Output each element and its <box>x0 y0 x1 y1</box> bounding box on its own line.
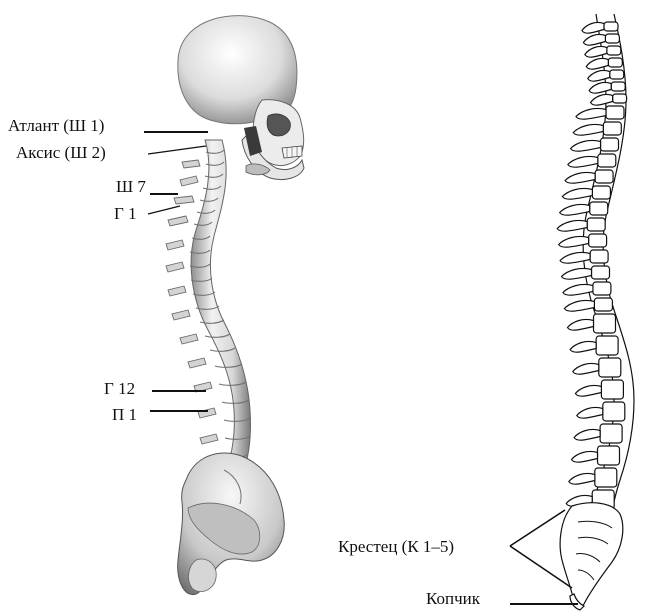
spinous-process <box>569 473 595 484</box>
vertebral-body <box>590 202 608 215</box>
vertebral-body <box>594 298 612 311</box>
spinous-process <box>562 188 592 199</box>
spine-3d <box>166 140 251 482</box>
label-t12: Г 12 <box>104 379 135 399</box>
spinous-process <box>576 108 606 119</box>
vertebral-body <box>599 358 621 377</box>
vertebral-body <box>606 106 624 119</box>
spinous-process <box>570 341 596 352</box>
spinous-process <box>568 156 598 167</box>
label-coccyx: Копчик <box>426 589 480 609</box>
vertebral-body <box>593 282 611 295</box>
vertebral-body <box>607 46 621 55</box>
spinous-process <box>562 268 592 279</box>
spinous-process <box>571 451 597 462</box>
spinous-process <box>565 172 595 183</box>
spinous-process <box>559 236 589 247</box>
vertebral-body <box>610 70 624 79</box>
spinous-process <box>586 58 608 69</box>
label-c7: Ш 7 <box>116 177 146 197</box>
spinous-process <box>575 385 601 396</box>
spinous-process <box>577 407 603 418</box>
vertebral-body <box>605 34 619 43</box>
label-axis: Аксис (Ш 2) <box>16 143 106 163</box>
vertebral-body <box>601 138 619 151</box>
vertebral-body <box>592 266 610 279</box>
spinous-process <box>591 94 613 105</box>
label-l1: П 1 <box>112 405 137 425</box>
spinous-process <box>573 363 599 374</box>
label-sacrum: Крестец (К 1–5) <box>338 537 454 557</box>
skull <box>178 16 304 180</box>
vertebral-body <box>603 122 621 135</box>
vertebral-body <box>604 22 618 31</box>
spinous-process <box>567 319 593 330</box>
spinous-process <box>564 300 594 311</box>
vertebral-body <box>601 380 623 399</box>
spinous-process <box>583 34 605 45</box>
sacrum-leader-top <box>510 510 565 546</box>
t1-leader <box>148 206 180 214</box>
spinous-process <box>573 124 603 135</box>
spinous-process <box>557 220 587 231</box>
spine-line-drawing <box>557 14 634 610</box>
spinous-process <box>574 429 600 440</box>
spinous-process <box>560 204 590 215</box>
vertebral-body <box>594 314 616 333</box>
vertebral-body <box>611 82 625 91</box>
vertebral-body <box>608 58 622 67</box>
spinous-process <box>560 252 590 263</box>
spinous-process <box>585 46 607 57</box>
label-atlas: Атлант (Ш 1) <box>8 116 104 136</box>
label-t1: Г 1 <box>114 204 137 224</box>
spinous-process <box>571 140 601 151</box>
vertebral-body <box>595 170 613 183</box>
vertebral-body <box>598 446 620 465</box>
spinous-process <box>582 22 604 33</box>
vertebral-body <box>595 468 617 487</box>
vertebral-body <box>592 186 610 199</box>
spinous-process <box>588 70 610 81</box>
vertebral-body <box>590 250 608 263</box>
vertebral-body <box>613 94 627 103</box>
vertebral-body <box>596 336 618 355</box>
vertebral-body <box>589 234 607 247</box>
vertebral-body <box>603 402 625 421</box>
vertebral-body <box>600 424 622 443</box>
vertebral-body <box>598 154 616 167</box>
pelvis <box>178 453 285 595</box>
spinous-process <box>563 284 593 295</box>
vertebral-body <box>587 218 605 231</box>
axis-leader <box>148 146 206 154</box>
spinous-process <box>589 82 611 93</box>
